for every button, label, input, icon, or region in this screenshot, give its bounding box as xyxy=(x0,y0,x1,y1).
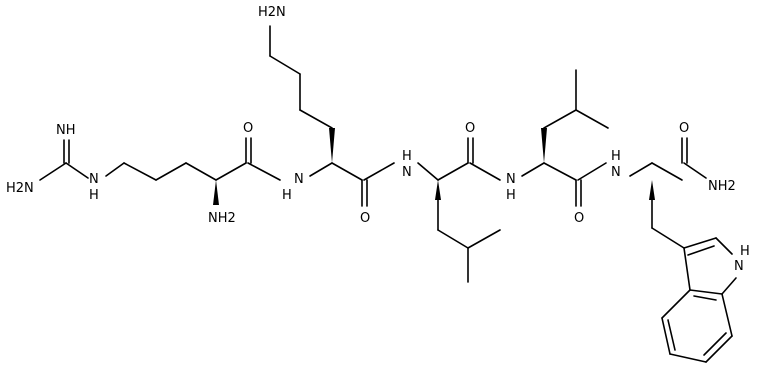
wedge-bond xyxy=(541,128,547,163)
atom-labels: NH H2N N H NH2 O N H H2N O H N O N H O H… xyxy=(6,5,750,274)
bond xyxy=(215,162,247,181)
bond xyxy=(39,162,67,181)
bond xyxy=(417,162,439,181)
bond xyxy=(469,162,501,181)
atom-label-indole-n: N xyxy=(734,259,744,274)
wedge-bond xyxy=(649,180,655,200)
atom-label-trp-c-nh2: NH2 xyxy=(708,179,736,194)
atom-label-arg-guanidine-h: H xyxy=(89,188,99,203)
atom-label-trp-carbonyl-o: O xyxy=(679,121,689,136)
bond xyxy=(693,295,717,301)
atom-label-indole-h: H xyxy=(740,244,750,259)
atom-label-leu2-carbonyl-o: O xyxy=(574,211,584,226)
atom-label-leu2-amide-h: H xyxy=(506,188,516,203)
bond xyxy=(247,162,281,181)
bond xyxy=(683,247,691,291)
atom-label-arg-h2n: H2N xyxy=(6,181,34,196)
bond xyxy=(683,162,707,179)
atom-label-leu1-amide-h: H xyxy=(402,149,412,164)
bonds xyxy=(39,25,737,363)
bond xyxy=(467,229,501,249)
bond xyxy=(715,237,733,255)
bond xyxy=(437,229,469,249)
bond xyxy=(575,109,609,129)
bond xyxy=(65,162,89,179)
bond xyxy=(521,162,545,177)
bond xyxy=(705,335,733,363)
bond xyxy=(669,353,707,363)
atom-label-arg-guanidine-n: N xyxy=(89,172,99,187)
wedge-bond xyxy=(435,180,441,200)
atom-label-arg-alpha-nh2: NH2 xyxy=(208,211,236,226)
bond xyxy=(667,319,676,351)
bond xyxy=(437,162,469,181)
bond xyxy=(651,162,683,181)
bond xyxy=(363,162,395,181)
bond xyxy=(683,237,717,249)
bond xyxy=(721,293,733,337)
bond xyxy=(689,289,723,295)
atom-label-arg-carbonyl-o: O xyxy=(243,121,253,136)
bond xyxy=(703,332,727,356)
atom-label-lys-h2n: H2N xyxy=(258,5,286,20)
atom-label-leu2-amide-n: N xyxy=(506,172,516,187)
wedge-bond xyxy=(329,128,335,163)
bond xyxy=(629,162,653,177)
atom-label-lys-amide-h: H xyxy=(282,188,292,203)
bond xyxy=(123,162,157,181)
wedge-bond xyxy=(213,180,219,205)
atom-label-leu1-amide-n: N xyxy=(402,165,412,180)
stereo-wedges xyxy=(213,128,655,205)
bond xyxy=(651,227,685,249)
bond xyxy=(269,55,301,75)
bond xyxy=(577,162,607,181)
bond xyxy=(661,317,671,355)
bond xyxy=(299,109,333,129)
bond xyxy=(309,162,333,177)
bond xyxy=(155,162,187,181)
bond xyxy=(543,109,577,129)
bond xyxy=(185,162,217,181)
bond xyxy=(331,162,363,181)
bond xyxy=(105,162,125,177)
bond xyxy=(721,277,737,295)
atom-label-trp-amide-h: H xyxy=(611,149,621,164)
atom-label-lys-carbonyl-o: O xyxy=(360,211,370,226)
bond xyxy=(661,289,691,319)
bond xyxy=(687,245,715,256)
atom-label-lys-amide-n: N xyxy=(294,172,304,187)
atom-label-arg-imine: NH xyxy=(56,123,76,138)
atom-label-trp-amide-n: N xyxy=(611,165,621,180)
bond xyxy=(543,162,577,181)
atom-label-leu1-carbonyl-o: O xyxy=(465,121,475,136)
